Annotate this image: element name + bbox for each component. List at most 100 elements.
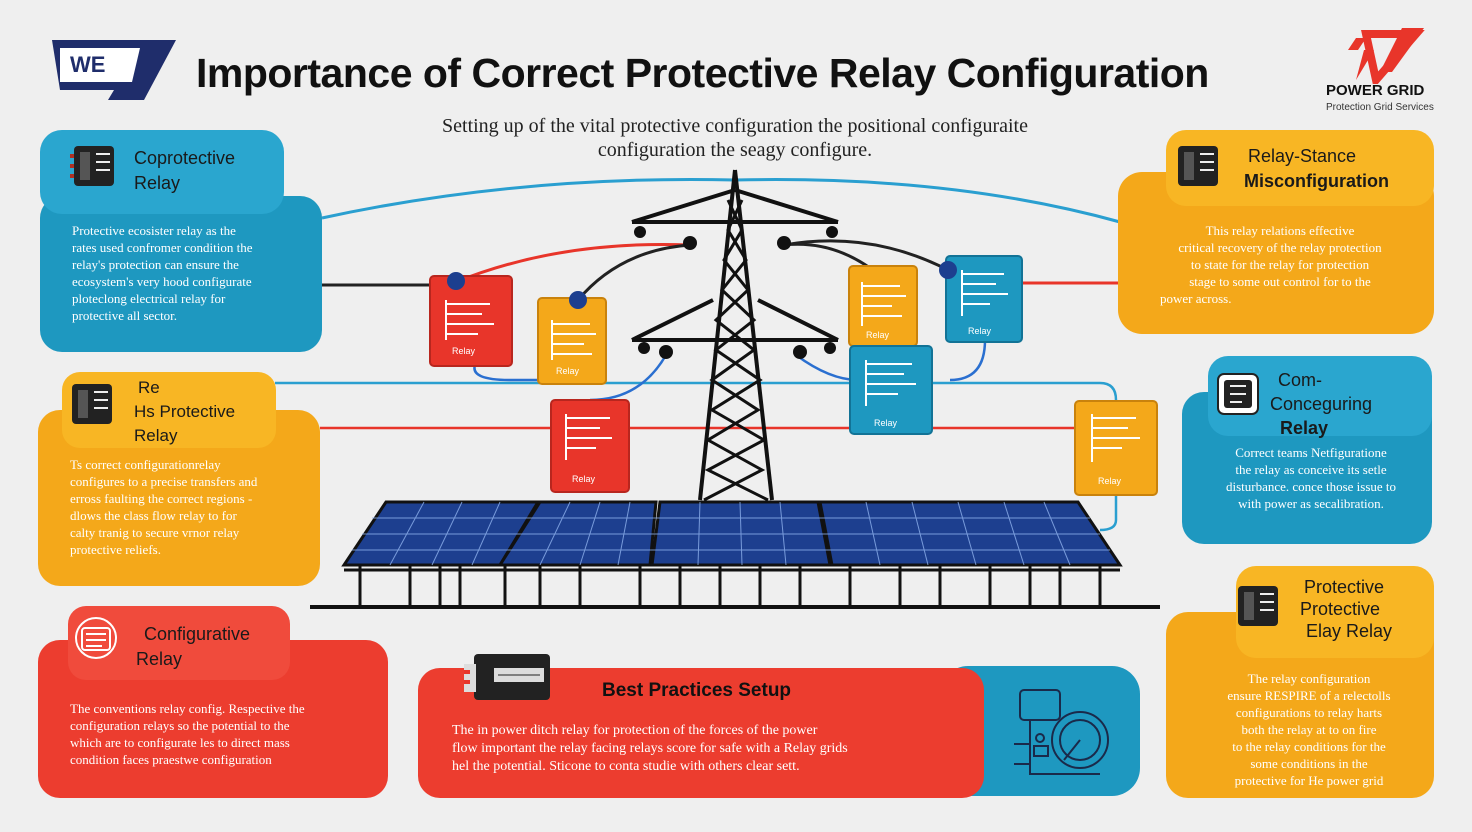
card-body-line: to state for the relay for protection bbox=[1190, 257, 1370, 272]
card-body-line: with power as secalibration. bbox=[1238, 496, 1384, 511]
card-body-line: power across. bbox=[1160, 291, 1232, 306]
card-title-line: Misconfiguration bbox=[1244, 171, 1389, 191]
relay-module[interactable] bbox=[550, 399, 630, 493]
card-title-line: Relay bbox=[136, 649, 183, 669]
page-title: Importance of Correct Protective Relay C… bbox=[196, 50, 1209, 96]
card-title-line: Elay Relay bbox=[1306, 621, 1393, 641]
card-body: The relay configuration ensure RESPIRE o… bbox=[1196, 670, 1422, 789]
relay-module[interactable] bbox=[939, 255, 1023, 343]
relay-module[interactable] bbox=[849, 345, 933, 435]
card-title-line: Protective bbox=[1300, 599, 1381, 619]
subtitle-line: configuration the seagy configure. bbox=[597, 139, 873, 161]
card-title: Relay-Stance Misconfiguration bbox=[1244, 144, 1389, 194]
card-body: The conventions relay config. Respective… bbox=[70, 700, 380, 768]
card-body-line: condition faces praestwe configuration bbox=[70, 752, 272, 767]
card-body-line: erross faulting the correct regions - bbox=[70, 491, 253, 506]
card-title: Re Hs Protective Relay bbox=[134, 376, 235, 448]
card-body-line: dlows the class flow relay to for bbox=[70, 508, 237, 523]
relay-icon bbox=[72, 384, 112, 424]
gear-relay-icon bbox=[75, 617, 117, 659]
company-logo-left: WE bbox=[52, 40, 178, 102]
logo-right-line1: POWER GRID bbox=[1326, 82, 1425, 99]
card-body: This relay relations effective critical … bbox=[1150, 222, 1410, 307]
card-body-line: the relay as conceive its setle bbox=[1235, 462, 1387, 477]
card-body-line: calty tranig to secure vrnor relay bbox=[70, 525, 240, 540]
card-title-line: Conceguring bbox=[1270, 394, 1373, 414]
relay-module-label: Relay bbox=[1098, 476, 1122, 486]
card-title: Com- Conceguring Relay bbox=[1270, 368, 1372, 440]
card-title-line: Hs Protective bbox=[134, 402, 236, 421]
card-body-line: configurations to relay harts bbox=[1235, 705, 1383, 720]
card-body: Correct teams Netfiguratione the relay a… bbox=[1200, 444, 1422, 512]
best-practices-line: flow important the relay facing relays s… bbox=[452, 741, 848, 756]
card-body-line: The relay configuration bbox=[1247, 671, 1371, 686]
card-title: Protective Protective Elay Relay bbox=[1300, 576, 1392, 642]
relay-module-label: Relay bbox=[866, 330, 890, 340]
card-body-line: to the relay conditions for the bbox=[1232, 739, 1386, 754]
card-body-line: both the relay at to on fire bbox=[1241, 722, 1377, 737]
best-practices-line: The in power ditch relay for protection … bbox=[452, 723, 818, 738]
card-body-line: critical recovery of the relay protectio… bbox=[1178, 240, 1382, 255]
relay-module-label: Relay bbox=[968, 326, 992, 336]
card-body-line: The conventions relay config. Respective… bbox=[70, 701, 305, 716]
relay-icon bbox=[1178, 146, 1218, 186]
card-coprotective-relay bbox=[40, 196, 322, 352]
card-title-line: Com- bbox=[1278, 370, 1322, 390]
card-title: Coprotective Relay bbox=[134, 146, 235, 196]
card-title-line: Relay bbox=[134, 426, 178, 445]
relay-device-icon bbox=[464, 654, 550, 700]
card-header bbox=[68, 606, 290, 680]
relay-module-label: Relay bbox=[874, 418, 898, 428]
gauge-icon bbox=[1014, 689, 1109, 775]
card-title-line: Protective bbox=[1304, 577, 1385, 597]
subtitle-line: Setting up of the vital protective confi… bbox=[442, 115, 1028, 137]
card-body-line: protective for He power grid bbox=[1234, 773, 1384, 788]
card-body-line: configures to a precise transfers and bbox=[70, 474, 258, 489]
logo-right-line2: Protection Grid Services bbox=[1326, 102, 1434, 113]
card-body: Protective ecosister relay as the rates … bbox=[72, 222, 312, 324]
relay-icon bbox=[70, 146, 114, 186]
relay-module-label: Relay bbox=[572, 474, 596, 484]
relay-module[interactable] bbox=[1074, 400, 1158, 496]
best-practices-body: The in power ditch relay for protection … bbox=[452, 722, 972, 776]
card-body-line: This relay relations effective bbox=[1205, 223, 1355, 238]
card-title-line: Configurative bbox=[144, 624, 251, 644]
relay-module[interactable] bbox=[429, 272, 513, 367]
card-body-line: rates used confromer condition the bbox=[72, 240, 253, 255]
card-body-line: stage to some out control for to the bbox=[1189, 274, 1371, 289]
relay-module-label: Relay bbox=[556, 366, 580, 376]
card-body-line: Ts correct configurationrelay bbox=[70, 457, 221, 472]
card-body: Ts correct configurationrelay configures… bbox=[70, 456, 310, 558]
best-practices-title: Best Practices Setup bbox=[602, 680, 792, 701]
relay-icon bbox=[1238, 586, 1278, 626]
card-body-line: ploteclong electrical relay for bbox=[72, 291, 226, 306]
card-title-line: Relay bbox=[134, 173, 181, 193]
card-body-line: Correct teams Netfiguratione bbox=[1235, 445, 1387, 460]
card-body-line: relay's protection can ensure the bbox=[72, 257, 239, 272]
logo-left-text: WE bbox=[70, 52, 106, 77]
card-title-line: Re bbox=[138, 378, 160, 397]
card-body-line: disturbance. conce those issue to bbox=[1225, 479, 1397, 494]
card-title-line: Relay-Stance bbox=[1248, 146, 1357, 166]
card-body-line: protective all sector. bbox=[72, 308, 178, 323]
card-body-line: Protective ecosister relay as the bbox=[72, 223, 236, 238]
card-body-line: which are to configurate les to direct m… bbox=[70, 735, 290, 750]
card-body-line: configuration relays so the potential to… bbox=[70, 718, 290, 733]
card-title: Configurative Relay bbox=[136, 622, 250, 672]
card-title-line: Coprotective bbox=[134, 148, 236, 168]
relay-icon bbox=[1217, 373, 1259, 415]
best-practices-line: hel the potential. Sticone to conta stud… bbox=[452, 759, 800, 774]
card-body-line: ecosystem's very hood configurate bbox=[72, 274, 252, 289]
card-body-line: ensure RESPIRE of a relectolls bbox=[1227, 688, 1391, 703]
card-title-line: Relay bbox=[1280, 418, 1329, 438]
relay-module[interactable] bbox=[537, 291, 607, 385]
card-body-line: protective reliefs. bbox=[70, 542, 161, 557]
power-grid-logo: POWER GRID Protection Grid Services bbox=[1316, 28, 1436, 120]
page-subtitle: Setting up of the vital protective confi… bbox=[330, 114, 1140, 162]
card-body-line: some conditions in the bbox=[1250, 756, 1368, 771]
relay-module-label: Relay bbox=[452, 346, 476, 356]
solar-panel-icon bbox=[310, 500, 1160, 609]
transmission-tower-icon bbox=[631, 169, 839, 502]
